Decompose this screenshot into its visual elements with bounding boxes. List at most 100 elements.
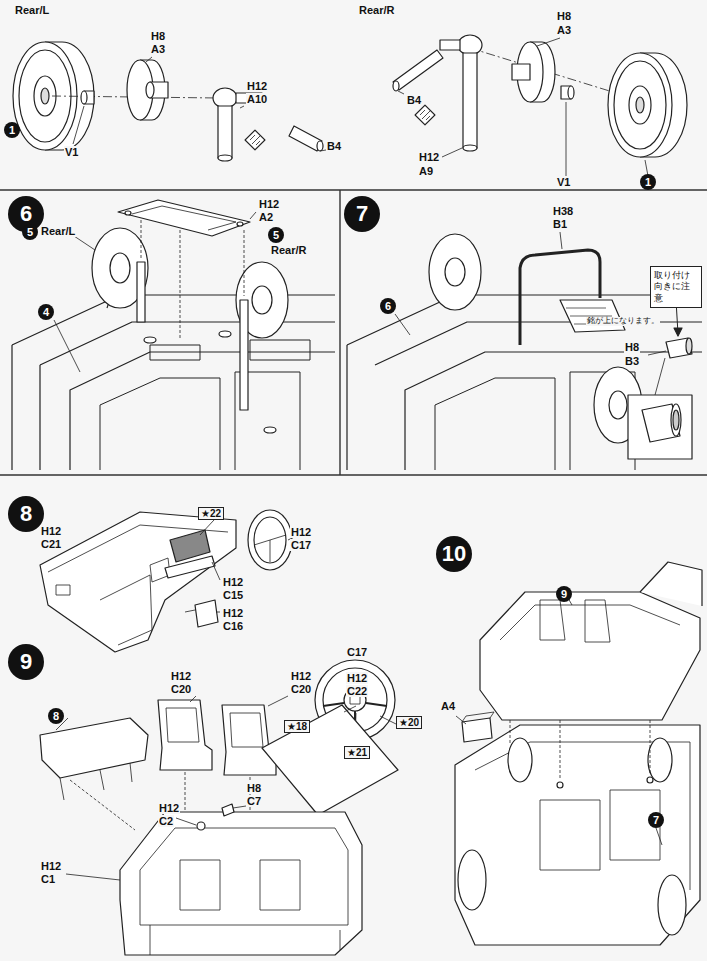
illustration-line — [609, 391, 627, 419]
part-label: H8 — [246, 782, 262, 794]
illustration-line — [216, 612, 220, 613]
part-label: H12 — [40, 525, 62, 537]
illustration-line — [60, 763, 132, 800]
illustration-line — [190, 696, 196, 702]
illustration-line — [144, 337, 156, 343]
illustration-line — [158, 700, 212, 770]
part-label: V1 — [64, 146, 79, 158]
part-label: H12 — [258, 198, 280, 210]
illustration-line — [66, 874, 120, 880]
illustration-line — [180, 230, 181, 340]
paint-reference: ★18 — [284, 720, 310, 733]
illustration-line — [435, 378, 555, 470]
illustration-line — [398, 91, 404, 94]
illustration-line — [180, 860, 300, 910]
part-label: H12 — [170, 670, 192, 682]
part-label: Rear/R — [358, 4, 395, 16]
illustration-line — [656, 828, 662, 845]
step-number-text: 7 — [356, 201, 368, 227]
rear-left-hub — [13, 42, 326, 161]
illustration-line — [212, 562, 220, 580]
illustration-line — [671, 404, 681, 436]
illustration-line — [0, 474, 707, 475]
callout-number: 9 — [556, 586, 572, 602]
part-label: B4 — [326, 140, 342, 152]
illustration-line — [508, 738, 532, 782]
part-label: C22 — [346, 685, 368, 697]
illustration-line — [510, 720, 650, 780]
section-dividers — [0, 190, 707, 475]
paint-reference: ★20 — [396, 716, 422, 729]
illustration-line — [560, 232, 562, 249]
step-number: 10 — [436, 536, 472, 572]
callout-number: 6 — [380, 298, 396, 314]
callout-number: 5 — [22, 224, 38, 240]
note-text: 取り付け 向きに注意 — [654, 270, 698, 304]
illustration-line — [254, 517, 286, 563]
illustration-line — [566, 102, 567, 176]
part-label: A10 — [246, 93, 268, 105]
part-label: H12 — [290, 526, 312, 538]
step-number-text: 8 — [20, 501, 32, 527]
part-label: H8 — [556, 10, 572, 22]
illustration-line — [658, 875, 686, 935]
illustration-line — [557, 782, 563, 788]
illustration-line — [289, 126, 322, 151]
part-label: A4 — [440, 700, 456, 712]
part-label: Rear/R — [270, 244, 307, 256]
part-label: H8 — [150, 30, 166, 42]
step9-interior-tub — [40, 696, 398, 955]
illustration-line — [628, 395, 692, 459]
illustration-line — [648, 351, 666, 355]
part-label: C16 — [222, 620, 244, 632]
part-label: V1 — [556, 176, 571, 188]
illustration-line — [219, 331, 231, 337]
step-number-text: 10 — [442, 541, 466, 567]
part-label: A9 — [418, 165, 434, 177]
illustration-line — [640, 562, 702, 606]
illustration-line — [463, 53, 477, 148]
note-text: 銘が上になります。 — [586, 317, 660, 326]
illustration-line — [250, 212, 256, 219]
illustration-line — [463, 145, 477, 151]
illustration-line — [200, 520, 214, 535]
part-label: A2 — [258, 211, 274, 223]
part-label: H12 — [418, 151, 440, 163]
illustration-line — [218, 106, 232, 158]
illustration-line — [40, 718, 148, 778]
illustration-line — [540, 790, 660, 870]
part-label: H12 — [346, 672, 368, 684]
illustration-line — [150, 345, 200, 360]
paint-reference: ★21 — [344, 746, 370, 759]
illustration-line — [568, 86, 574, 99]
part-label: C20 — [290, 683, 312, 695]
illustration-line — [146, 57, 152, 62]
illustration-line — [480, 592, 700, 720]
illustration-line — [462, 718, 492, 742]
illustration-line — [520, 250, 600, 345]
callout-number: 1 — [4, 122, 20, 138]
step6-chassis — [12, 200, 335, 470]
part-label: B1 — [552, 218, 568, 230]
illustration-line — [137, 262, 145, 322]
illustration-line — [185, 610, 195, 612]
illustration-line — [222, 804, 234, 816]
illustration-line — [647, 777, 653, 783]
illustration-line — [170, 530, 210, 562]
illustration-line — [218, 155, 232, 161]
illustration-line — [347, 295, 702, 345]
illustration-line — [500, 605, 680, 640]
illustration-line — [146, 82, 154, 98]
illustration-line — [240, 300, 248, 410]
illustration-line — [56, 585, 70, 595]
part-label: C7 — [246, 795, 262, 807]
illustration-line — [74, 236, 95, 250]
illustration-line — [655, 358, 665, 395]
illustration-line — [445, 258, 465, 286]
part-label: H38 — [552, 205, 574, 217]
illustration-line — [19, 50, 71, 142]
illustration-line — [70, 352, 335, 470]
illustration-line — [458, 35, 482, 55]
illustration-line — [415, 105, 435, 125]
